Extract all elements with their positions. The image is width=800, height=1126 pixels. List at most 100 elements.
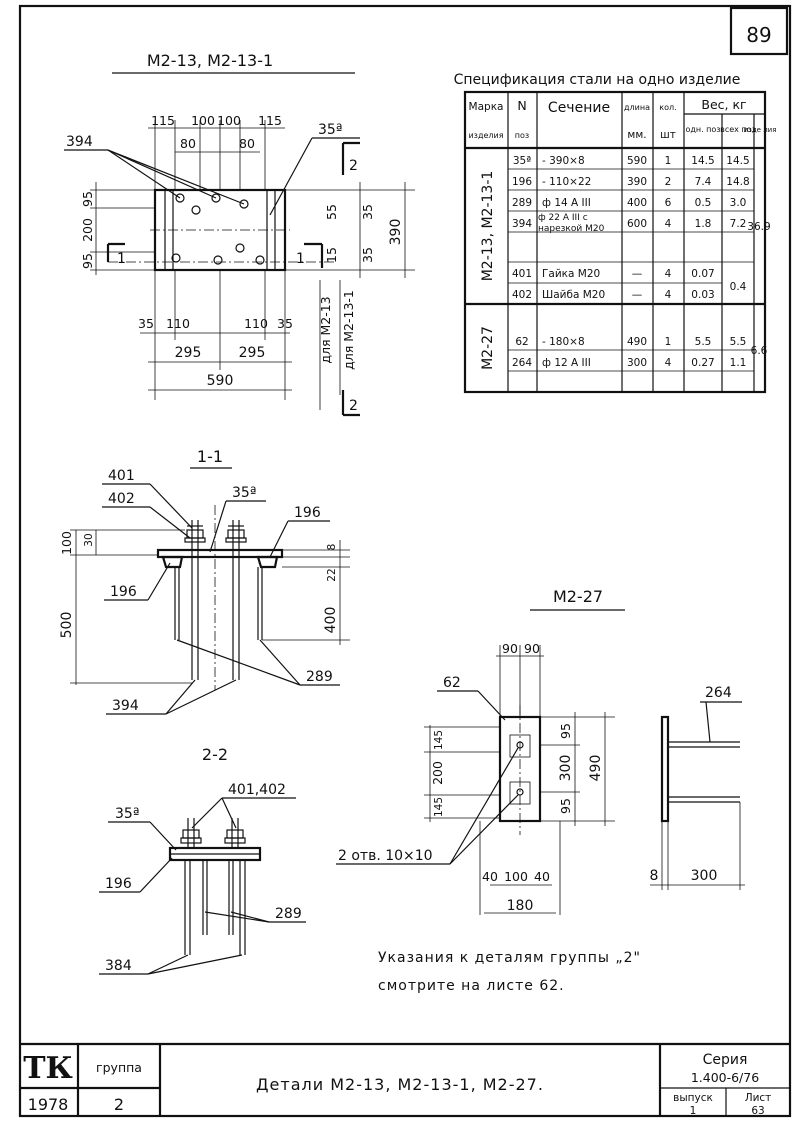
- table-cell: Шайба М20: [542, 289, 605, 301]
- table-cell: 490: [627, 336, 647, 348]
- plan-dim-top-1: 100: [191, 113, 215, 128]
- spec-g2-total: 6.6: [751, 345, 768, 357]
- spec-g2-rows: 62 - 180×8 490 1 5.5 5.5 264 ф 12 А III …: [512, 336, 746, 369]
- table-cell: 600: [627, 218, 647, 230]
- plan-dim-right-2: 15: [324, 247, 339, 263]
- table-cell: - 110×22: [542, 176, 591, 188]
- plan-dim-right-total: 390: [388, 219, 404, 246]
- table-cell: —: [632, 289, 643, 301]
- table-cell: 0.27: [691, 357, 714, 369]
- spec-h-n: N: [517, 98, 526, 113]
- m227-dim-8: 8: [650, 868, 659, 884]
- table-cell: 4: [665, 268, 672, 280]
- m227-holes-label: 2 отв. 10×10: [338, 848, 433, 864]
- spec-g2-marka: М2-27: [480, 326, 496, 370]
- plan-dim-bot2-0: 295: [175, 345, 202, 361]
- plan-dim-top2-1: 80: [239, 136, 255, 151]
- table-cell: —: [632, 268, 643, 280]
- spec-h-ves-izd: изде лия: [744, 126, 777, 134]
- table-cell: 14.5: [726, 155, 749, 167]
- plan-dim-top-3: 115: [258, 113, 282, 128]
- plan-label-35a: 35ª: [318, 122, 342, 138]
- m227-dim-bot-0: 40: [482, 869, 498, 884]
- table-cell: 4: [665, 357, 672, 369]
- table-cell: ф 12 А III: [542, 357, 591, 369]
- section-22-title: 2-2: [202, 745, 228, 764]
- table-cell: Гайка М20: [542, 268, 600, 280]
- plan-dim-right-1: 35: [360, 204, 375, 220]
- spec-table-title: Спецификация стали на одно изделие: [454, 72, 741, 88]
- plan-dim-bot2-1: 295: [239, 345, 266, 361]
- spec-h-dlina: длина: [624, 103, 650, 112]
- m227-dim-left-1: 200: [430, 761, 445, 785]
- spec-h-sechenie: Сечение: [548, 100, 610, 116]
- table-cell: 2: [665, 176, 672, 188]
- m227-dim-right-1: 300: [558, 755, 574, 782]
- page-number-box: [729, 6, 789, 56]
- plan-dim-bot1-3: 35: [277, 316, 293, 331]
- plan-note-m2131: для М2-13-1: [341, 290, 356, 370]
- m227-dim-300: 300: [691, 868, 718, 884]
- table-cell: 0.5: [695, 197, 712, 209]
- table-cell: 0.03: [691, 289, 714, 301]
- s11-dim-left-0: 100: [59, 531, 74, 555]
- spec-h-marka: Марка: [469, 101, 504, 113]
- tb-tk: ТК: [23, 1051, 73, 1086]
- sheet-frame: [18, 4, 792, 1118]
- tb-vypusk-value: 1: [690, 1105, 697, 1117]
- m227-dim-left-2: 145: [433, 797, 445, 817]
- s11-label-196-left: 196: [110, 584, 137, 600]
- plan-section-2-bottom: 2: [349, 398, 358, 414]
- m227-label-62: 62: [443, 675, 461, 691]
- table-cell: 590: [627, 155, 647, 167]
- table-cell: 4: [665, 289, 672, 301]
- table-cell: 264: [512, 357, 532, 369]
- m227-dim-bottom-total: 180: [507, 898, 534, 914]
- spec-table: Спецификация стали на одно изделие Марка…: [454, 72, 777, 394]
- table-cell: 402: [512, 289, 532, 301]
- title-block: ТК группа 1978 2 Детали М2-13, М2-13-1, …: [20, 1042, 790, 1117]
- table-cell: 14.5: [691, 155, 714, 167]
- m227-dim-right-2: 95: [558, 798, 573, 814]
- m227-dim-right-total: 490: [588, 755, 604, 782]
- spec-h-kol: кол.: [659, 103, 676, 112]
- spec-h-ves: Вес, кг: [701, 97, 746, 112]
- tb-title: Детали М2-13, М2-13-1, М2-27.: [256, 1075, 544, 1094]
- plan-section-1-right: 1: [296, 251, 305, 267]
- m227-dim-right-0: 95: [558, 723, 573, 739]
- plan-dim-right-3: 35: [360, 247, 375, 263]
- spec-h-n-sub: поз: [515, 131, 529, 140]
- m227-dim-bot-2: 40: [534, 869, 550, 884]
- s11-label-402: 402: [108, 491, 135, 507]
- m227-dim-left-0: 145: [433, 730, 445, 750]
- tb-seriya-value: 1.400-6/76: [691, 1070, 759, 1085]
- m227-dim-top-1: 90: [524, 641, 540, 656]
- table-cell: - 180×8: [542, 336, 585, 348]
- s22-label-384: 384: [105, 958, 132, 974]
- table-cell: 0.07: [691, 268, 714, 280]
- plan-dim-bot1-2: 110: [244, 316, 268, 331]
- tb-gruppa-label: группа: [96, 1060, 142, 1075]
- tb-list-label: Лист: [745, 1092, 772, 1104]
- section-2-2: 2-2 35ª 401,402 196 289 384: [99, 745, 306, 975]
- s11-label-196-right: 196: [294, 505, 321, 521]
- m227-dim-bot-1: 100: [504, 869, 528, 884]
- table-cell: 1.1: [730, 357, 747, 369]
- s11-dim-left-1: 30: [83, 533, 95, 546]
- table-cell: 7.2: [730, 218, 747, 230]
- plan-dim-bot1-0: 35: [138, 316, 154, 331]
- table-cell: 400: [627, 197, 647, 209]
- s11-dim-left-2: 500: [59, 612, 75, 639]
- table-cell: 289: [512, 197, 532, 209]
- s11-dim-right-1: 22: [326, 568, 338, 581]
- table-cell: 401: [512, 268, 532, 280]
- spec-h-ves-odn: одн. поз: [685, 125, 720, 134]
- s11-label-289: 289: [306, 669, 333, 685]
- tb-gruppa-value: 2: [114, 1095, 124, 1114]
- table-cell: 1: [665, 336, 672, 348]
- plan-dim-left-2: 95: [80, 253, 95, 269]
- table-cell: 1: [665, 155, 672, 167]
- tb-vypusk-label: выпуск: [673, 1092, 713, 1104]
- plan-section-1-left: 1: [117, 251, 126, 267]
